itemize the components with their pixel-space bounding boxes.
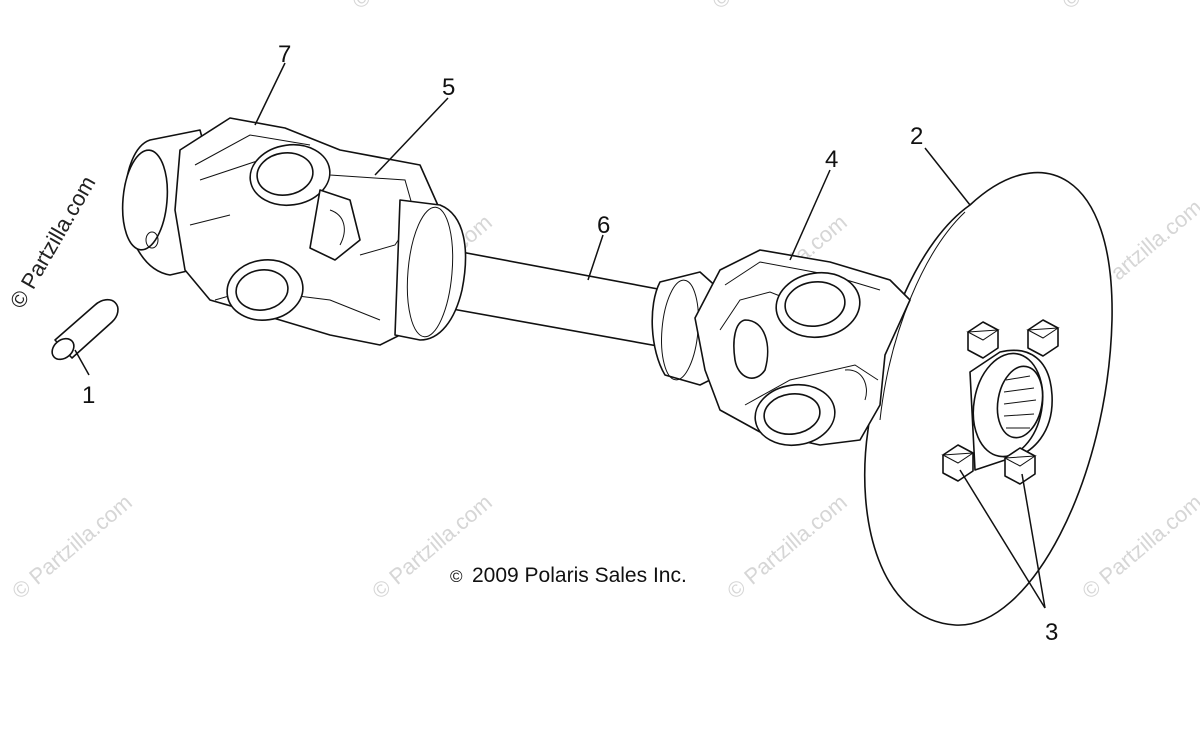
watermark-text: © Partzilla.com: [347, 0, 477, 14]
part-3-nuts-hub: [941, 319, 1060, 485]
copyright-line: © 2009 Polaris Sales Inc.: [450, 564, 687, 587]
callout-2: 2: [910, 123, 923, 150]
watermark-text: © Partzilla.com: [1077, 489, 1200, 603]
leader-lines: [74, 62, 1046, 609]
callouts: 1 2 3 4 5 6 7: [82, 41, 1058, 646]
leader-2: [924, 147, 971, 206]
flange-nut: [1026, 319, 1060, 357]
part-1-pin: [51, 298, 119, 361]
callout-7: 7: [278, 41, 291, 68]
watermark-text: © Partzilla.com: [722, 489, 852, 603]
left-u-joint: [121, 117, 467, 346]
flange-nut: [941, 444, 975, 482]
leader-5: [374, 97, 449, 176]
leader-4: [789, 169, 831, 261]
leader-3b: [1021, 473, 1046, 609]
flange-nut: [966, 321, 1000, 359]
leader-1: [74, 349, 90, 376]
copyright-text: 2009 Polaris Sales Inc.: [472, 564, 687, 587]
right-u-joint: [651, 249, 911, 447]
callout-3: 3: [1045, 619, 1058, 646]
leader-6: [587, 234, 604, 281]
copyright-symbol: ©: [450, 567, 463, 586]
watermark-text: © Partzilla.com: [7, 489, 137, 603]
callout-6: 6: [597, 212, 610, 239]
leader-3a: [959, 469, 1046, 609]
side-watermark: © Partzilla.com: [5, 172, 101, 313]
leader-7: [254, 62, 286, 126]
watermark-text: © Partzilla.com: [1057, 0, 1187, 14]
watermark-text: © Partzilla.com: [707, 0, 837, 14]
callout-4: 4: [825, 146, 838, 173]
callout-1: 1: [82, 382, 95, 409]
callout-5: 5: [442, 74, 455, 101]
flange-nut: [1003, 447, 1037, 485]
